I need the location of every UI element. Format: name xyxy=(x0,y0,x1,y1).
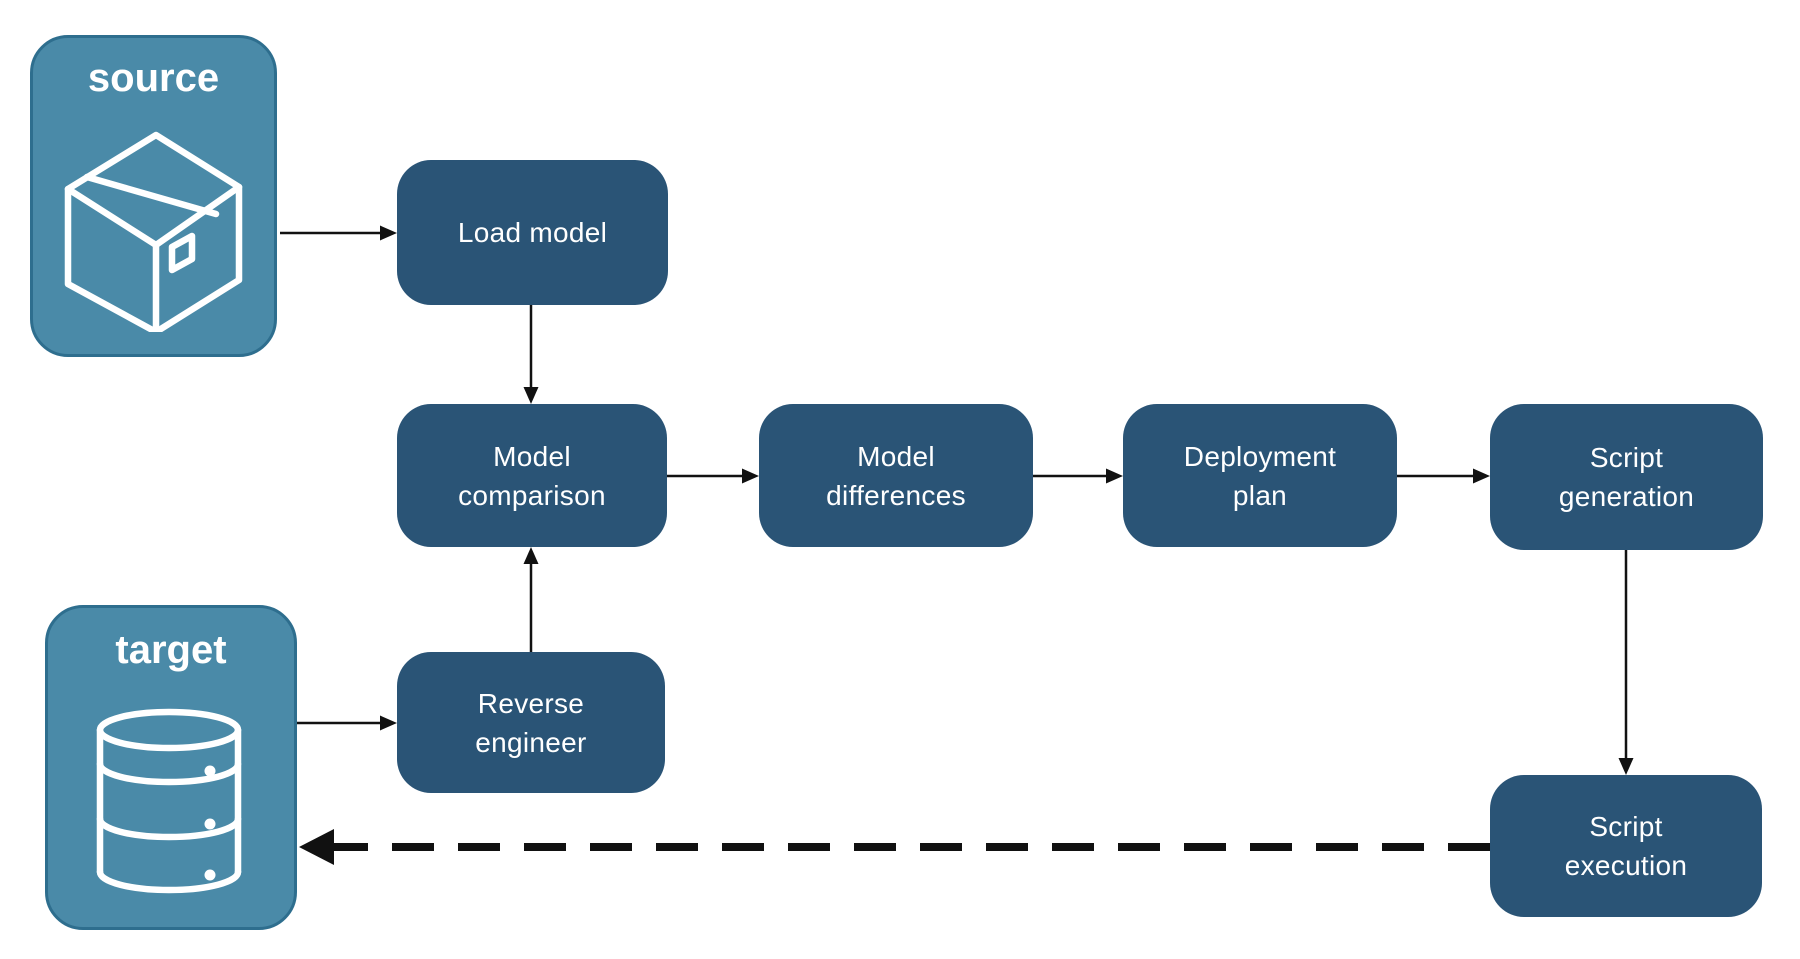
node-label: Script execution xyxy=(1564,811,1688,881)
node-label: Deployment plan xyxy=(1183,440,1337,511)
package-icon xyxy=(64,131,243,332)
edge-model-differences-to-deployment-plan xyxy=(1033,468,1123,484)
node-label: Model differences xyxy=(826,440,966,511)
node-label: Model comparison xyxy=(458,440,606,511)
edge-target-to-reverse-engineer xyxy=(297,715,397,731)
database-icon xyxy=(96,708,242,894)
node-model-comparison: Model comparison xyxy=(397,404,667,547)
node-reverse-engineer: Reverse engineer xyxy=(397,652,665,793)
node-deployment-plan: Deployment plan xyxy=(1123,404,1397,547)
node-load-model: Load model xyxy=(397,160,668,305)
edge-load-model-to-model-comparison xyxy=(523,305,539,404)
edge-script-generation-to-script-execution xyxy=(1618,550,1634,775)
edge-model-comparison-to-model-differences xyxy=(667,468,759,484)
node-label: Load model xyxy=(457,217,608,248)
node-label: Script generation xyxy=(1558,442,1695,512)
target-label: target xyxy=(115,628,227,672)
node-model-differences: Model differences xyxy=(759,404,1033,547)
edge-source-to-load-model xyxy=(280,225,397,241)
endpoint-target: target xyxy=(45,605,297,930)
node-script-execution: Script execution xyxy=(1490,775,1762,917)
edge-deployment-plan-to-script-generation xyxy=(1397,468,1490,484)
node-label: Reverse engineer xyxy=(475,687,587,758)
edge-reverse-engineer-to-model-comparison xyxy=(523,547,539,652)
endpoint-source: source xyxy=(30,35,277,357)
source-label: source xyxy=(87,56,220,100)
node-script-generation: Script generation xyxy=(1490,404,1763,550)
edge-script-execution-to-target xyxy=(299,829,1490,865)
